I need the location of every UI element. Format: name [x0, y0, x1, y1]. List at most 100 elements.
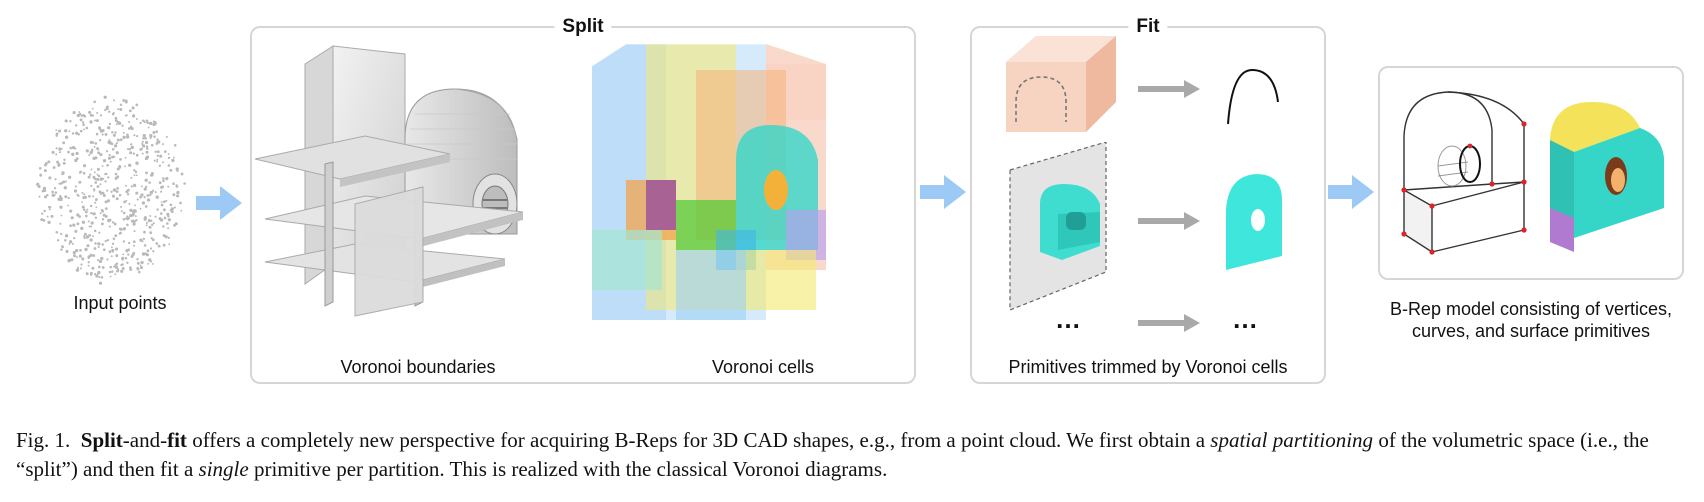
- point-cloud-dot: [105, 150, 109, 153]
- point-cloud-dot: [99, 191, 103, 195]
- point-cloud-dot: [68, 242, 71, 245]
- point-cloud-dot: [94, 216, 98, 219]
- point-cloud-dot: [56, 160, 59, 164]
- point-cloud-dot: [97, 258, 100, 262]
- point-cloud-dot: [92, 212, 96, 216]
- point-cloud-dot: [47, 205, 50, 208]
- point-cloud-dot: [87, 261, 90, 264]
- point-cloud-dot: [123, 200, 127, 204]
- point-cloud-dot: [156, 160, 159, 163]
- point-cloud-dot: [126, 215, 129, 218]
- point-cloud-dot: [115, 262, 119, 266]
- point-cloud-dot: [145, 224, 148, 227]
- point-cloud-dot: [106, 105, 109, 109]
- point-cloud-dot: [149, 215, 152, 217]
- split-panel-title: Split: [554, 14, 612, 40]
- point-cloud-dot: [98, 265, 101, 269]
- point-cloud-dot: [90, 184, 93, 188]
- point-cloud-dot: [59, 205, 63, 209]
- point-cloud-dot: [101, 133, 104, 136]
- point-cloud-dot: [93, 189, 96, 192]
- point-cloud-dot: [84, 195, 88, 199]
- point-cloud-dot: [130, 143, 133, 146]
- point-cloud-dot: [101, 218, 105, 221]
- gray-arrow-1: [1138, 80, 1200, 98]
- fit-ellipsis-right: …: [1232, 304, 1258, 334]
- point-cloud-dot: [75, 151, 79, 156]
- point-cloud-dot: [83, 193, 86, 196]
- point-cloud-dot: [60, 214, 63, 217]
- point-cloud-dot: [132, 114, 136, 118]
- point-cloud-dot: [144, 205, 148, 208]
- point-cloud-dot: [135, 103, 139, 107]
- point-cloud-dot: [39, 173, 43, 177]
- point-cloud-dot: [97, 272, 100, 275]
- point-cloud-dot: [98, 126, 102, 130]
- point-cloud-dot: [152, 189, 155, 192]
- point-cloud-dot: [126, 193, 130, 196]
- point-cloud-dot: [162, 234, 166, 238]
- point-cloud-dot: [104, 108, 107, 112]
- point-cloud-dot: [124, 100, 128, 104]
- point-cloud-dot: [84, 247, 88, 252]
- point-cloud-dot: [139, 238, 143, 242]
- point-cloud-dot: [160, 201, 163, 203]
- point-cloud-dot: [117, 121, 122, 126]
- point-cloud-dot: [150, 143, 154, 147]
- point-cloud-dot: [53, 186, 57, 190]
- point-cloud-dot: [142, 133, 146, 138]
- point-cloud-dot: [140, 260, 144, 265]
- point-cloud-dot: [63, 158, 66, 162]
- point-cloud-dot: [69, 240, 73, 244]
- point-cloud-dot: [136, 261, 140, 265]
- point-cloud-dot: [135, 191, 139, 195]
- point-cloud-dot: [76, 113, 80, 118]
- point-cloud-dot: [112, 111, 115, 114]
- point-cloud-dot: [88, 225, 91, 228]
- point-cloud-dot: [116, 138, 120, 142]
- point-cloud-dot: [111, 270, 114, 273]
- brep-label-line2: curves, and surface primitives: [1411, 321, 1651, 341]
- point-cloud-dot: [103, 95, 107, 99]
- point-cloud-dot: [43, 169, 47, 173]
- point-cloud-dot: [142, 237, 146, 241]
- point-cloud-dot: [150, 219, 153, 222]
- point-cloud-dot: [82, 171, 86, 175]
- point-cloud-dot: [157, 244, 161, 248]
- point-cloud-dot: [110, 255, 113, 258]
- point-cloud-dot: [81, 257, 85, 261]
- point-cloud-dot: [176, 190, 180, 195]
- point-cloud-dot: [114, 116, 118, 120]
- point-cloud-dot: [115, 197, 119, 201]
- point-cloud-dot: [78, 254, 82, 258]
- point-cloud-dot: [108, 110, 111, 113]
- point-cloud-dot: [179, 201, 182, 205]
- point-cloud-dot: [115, 123, 118, 126]
- point-cloud-dot: [122, 227, 127, 231]
- point-cloud-dot: [76, 213, 80, 217]
- point-cloud-dot: [67, 259, 71, 263]
- point-cloud-dot: [64, 119, 68, 123]
- point-cloud-dot: [127, 248, 130, 252]
- point-cloud-dot: [128, 120, 131, 124]
- point-cloud-dot: [52, 166, 56, 169]
- point-cloud-dot: [160, 190, 163, 193]
- point-cloud-dot: [42, 219, 46, 222]
- point-cloud-dot: [129, 268, 133, 271]
- point-cloud-dot: [101, 266, 105, 269]
- point-cloud-dot: [79, 248, 82, 252]
- point-cloud-dot: [115, 254, 119, 258]
- point-cloud-dot: [77, 194, 80, 197]
- point-cloud-dot: [96, 173, 99, 176]
- point-cloud-dot: [160, 203, 164, 207]
- point-cloud-dot: [69, 146, 72, 150]
- point-cloud-dot: [150, 172, 154, 175]
- point-cloud-dot: [132, 251, 136, 255]
- point-cloud-dot: [148, 225, 152, 229]
- point-cloud-dot: [134, 204, 136, 207]
- point-cloud-dot: [115, 265, 119, 269]
- point-cloud-dot: [37, 184, 41, 189]
- point-cloud-dot: [141, 140, 144, 143]
- point-cloud-dot: [163, 216, 167, 220]
- point-cloud-dot: [89, 204, 93, 208]
